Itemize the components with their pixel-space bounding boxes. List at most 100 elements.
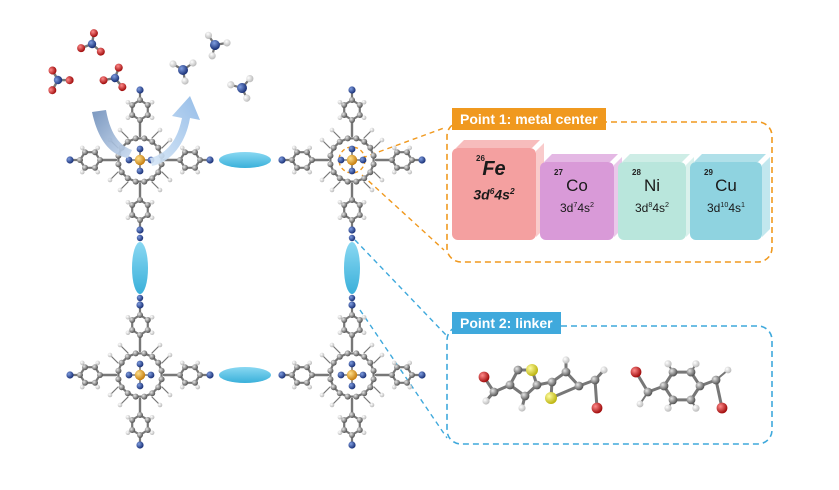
carbon-atom [341,212,348,218]
hydrogen-atom [600,366,608,374]
hydrogen-atom [179,360,185,366]
oxygen-atom [65,76,74,85]
carbon-atom [349,197,355,203]
hydrogen-atom [181,77,189,85]
carbon-atom [137,412,143,418]
arrow-left-part [92,110,132,158]
hydrogen-atom [329,342,335,348]
config-superscript: 1 [741,200,746,209]
carbon-atom [344,350,351,357]
hydrogen-atom [562,356,570,364]
hydrogen-atom [157,127,163,133]
nitrogen-atom [206,156,214,164]
carbon-atom [141,178,148,185]
carbon-atom [370,152,377,159]
hydrogen-atom [329,187,335,193]
hydrogen-atom [291,384,297,390]
hydrogen-atom [246,75,254,83]
carbon-atom [404,164,410,171]
nitrogen-atom [337,156,345,164]
carbon-atom [367,359,374,366]
hydrogen-atom [361,330,367,336]
hydrogen-atom [157,402,163,408]
config-text: 3d [473,186,490,203]
hydrogen-atom [179,145,185,151]
hydrogen-atom [379,137,385,143]
carbon-atom [182,149,188,156]
nitrogen-atom [66,371,74,379]
config-text: 4s [494,186,510,203]
nitrogen-atom [136,301,144,309]
nitrogen-atom [53,75,63,85]
carbon-atom [330,144,337,151]
carbon-atom [330,384,337,391]
hydrogen-atom [204,31,213,39]
hydrogen-atom [337,115,343,121]
nitrate-molecule-icon [48,66,74,95]
carbon-atom [394,164,400,171]
hydrogen-atom [319,177,325,183]
nitrogen-atom [136,441,144,449]
carbon-atom [149,390,156,397]
hydrogen-atom [117,342,123,348]
atomic-number: 29 [704,168,713,177]
nitrogen-atom [87,39,97,49]
carbon-atom [118,384,125,391]
nitrogen-atom [418,371,426,379]
nitrogen-atom [348,226,356,234]
carbon-atom [92,364,98,371]
carbon-atom [344,178,351,185]
carbon-atom [389,372,395,378]
oxygen-atom [99,76,108,85]
nitrogen-atom [136,360,144,368]
oxygen-atom [96,47,105,56]
hydrogen-atom [167,137,173,143]
carbon-atom [349,97,355,103]
porphyrin-node [278,86,426,234]
carbon-atom [144,212,151,218]
hydrogen-atom [195,169,201,175]
carbon-atom [304,164,310,171]
hydrogen-atom [125,99,131,105]
carbon-atom [115,376,122,383]
nitrogen-atom [348,382,356,390]
ammonia-molecule-icon [204,31,231,60]
carbon-atom [192,164,198,171]
config-superscript: 8 [648,200,653,209]
carbon-atom [141,135,148,142]
hydrogen-atom [337,330,343,336]
element-blocks [452,140,770,240]
carbon-atom [304,364,310,371]
carbon-atom [394,379,400,386]
element-block-co [540,162,614,240]
porphyrin-node [278,301,426,449]
hydrogen-atom [379,177,385,183]
carbon-atom [137,197,143,203]
hydrogen-atom [79,384,85,390]
carbon-atom [341,427,348,433]
config-superscript: 7 [573,200,578,209]
ammonia-molecule-icon [169,59,197,85]
hydrogen-atom [724,366,732,374]
hydrogen-atom [149,215,155,221]
carbon-atom [82,379,88,386]
hydrogen-atom [337,99,343,105]
gas-molecules [48,29,254,102]
hydrogen-atom [149,414,155,420]
hydrogen-atom [391,360,397,366]
carbon-atom [659,381,669,391]
nitrogen-atom [348,360,356,368]
oxygen-atom [716,402,728,414]
carbon-atom [349,432,355,438]
atomic-number: 26 [476,154,485,163]
carbon-atom [356,102,363,108]
carbon-atom [356,202,363,208]
config-superscript: 10 [720,200,729,209]
hydrogen-atom [307,145,313,151]
carbon-atom [197,157,203,163]
carbon-atom [349,217,355,223]
carbon-atom [137,312,143,318]
carbon-atom [132,178,139,185]
